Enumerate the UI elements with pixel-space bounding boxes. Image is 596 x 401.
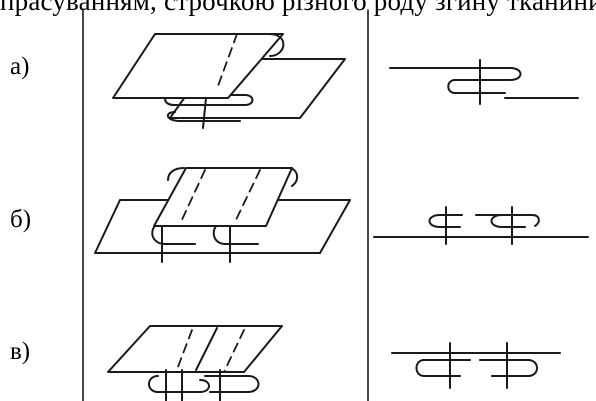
seam-c-section (391, 342, 561, 389)
table-grid (82, 9, 369, 401)
seam-c-left-fold (148, 375, 210, 393)
seam-a-stitch-line (217, 33, 238, 87)
seam-b-section-left-fold (428, 214, 461, 228)
seam-b-section-right-fold (490, 214, 526, 228)
seam-a-section-folds (447, 67, 522, 94)
seam-c-stitch-left (175, 329, 193, 373)
seam-b-stitch-left (179, 169, 206, 225)
seam-a-top-fabric (112, 33, 284, 99)
seam-a-section (389, 59, 579, 105)
seam-a-needle-line (202, 97, 207, 129)
row-label-b: б) (10, 206, 32, 233)
row-label-c: в) (10, 338, 31, 365)
row-label-a: а) (10, 53, 30, 80)
seam-c-section-right-fold (479, 359, 538, 377)
seam-c-right-fold (204, 375, 260, 393)
seam-c-perspective (107, 325, 283, 401)
seam-b-strip-left-edge (167, 167, 185, 181)
seam-b-perspective (94, 167, 351, 263)
seam-b-section-right-end (531, 214, 540, 227)
seam-c-section-left-fold (415, 359, 471, 377)
seam-b-strip-right-edge (289, 167, 298, 187)
seam-b-top-strip (153, 167, 293, 227)
seam-a-top-fold (268, 33, 285, 57)
seam-b-section (373, 206, 589, 245)
seam-b-stitch-right (233, 169, 261, 225)
seam-c-stitch-right (223, 329, 245, 373)
seam-c-center-edge (195, 327, 218, 371)
seam-a-fold-loop (166, 111, 241, 122)
seam-c-top-fabric (107, 325, 283, 373)
header-text: прасуванням, строчкою різного роду згину… (0, 0, 596, 16)
seam-a-perspective (112, 33, 346, 129)
